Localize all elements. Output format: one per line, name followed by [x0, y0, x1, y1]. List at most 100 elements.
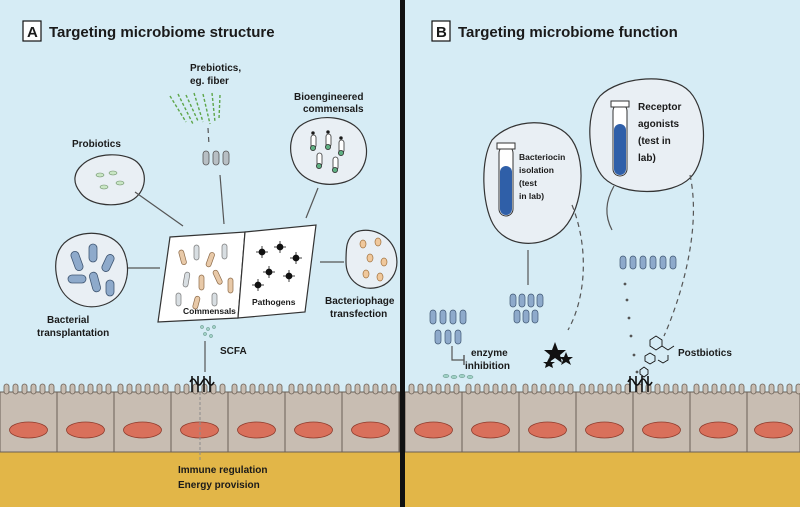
microvillus — [693, 383, 700, 395]
microvillus — [288, 383, 295, 395]
microvillus — [702, 383, 709, 395]
microvillus — [729, 383, 736, 395]
cell-nucleus — [585, 421, 624, 439]
bacteria-cluster-icon-1 — [509, 293, 544, 324]
cell-nucleus — [642, 421, 681, 439]
cell-nucleus — [237, 421, 276, 439]
cell-nucleus — [528, 421, 567, 439]
microvillus — [174, 383, 181, 395]
epithelial-cell — [0, 391, 58, 453]
microvillus — [738, 383, 745, 395]
microvillus — [12, 383, 19, 395]
bacteriophage-label-1: Bacteriophage — [325, 296, 395, 307]
microvillus — [501, 383, 508, 395]
microvillus — [144, 383, 151, 395]
bioengineered-label-2: commensals — [303, 104, 364, 115]
commensals-label: Commensals — [183, 306, 236, 316]
microvillus — [549, 383, 556, 395]
microvillus — [258, 383, 265, 395]
microvillus — [483, 383, 490, 395]
microvillus — [87, 383, 94, 395]
receptor-dashed-arrow — [663, 174, 695, 337]
cell-nucleus — [471, 421, 510, 439]
microvillus — [474, 383, 481, 395]
test-tube-icon-1 — [496, 142, 516, 217]
microvillus — [354, 383, 361, 395]
microvillus — [768, 383, 775, 395]
microvillus — [60, 383, 67, 395]
bacteriocin-label-4: in lab) — [519, 191, 544, 201]
microvillus — [654, 383, 661, 395]
bioengineered-bacteria-icon — [309, 130, 345, 173]
receptor-up-arrow — [606, 185, 615, 231]
microvillus — [372, 383, 379, 395]
panel-b-letter-box — [431, 20, 451, 42]
panel-divider — [400, 0, 405, 507]
microvillus — [105, 383, 112, 395]
microvillus — [363, 383, 370, 395]
epithelium-right — [404, 383, 800, 453]
microvillus — [750, 383, 757, 395]
microvillus — [615, 383, 622, 395]
epithelium-left — [0, 383, 401, 453]
receptor-icon-left — [189, 376, 215, 392]
microvillus — [306, 383, 313, 395]
prebiotic-arrow — [219, 174, 225, 225]
fiber-to-bacteria-arrow — [207, 127, 210, 146]
probiotic-bacteria-icon — [95, 170, 125, 190]
microvillus — [126, 383, 133, 395]
microvillus — [522, 383, 529, 395]
microvillus — [249, 383, 256, 395]
energy-provision-label: Energy provision — [178, 480, 260, 491]
microvillus — [324, 383, 331, 395]
microvillus — [579, 383, 586, 395]
scfa-label: SCFA — [220, 346, 247, 357]
microvillus — [444, 383, 451, 395]
scfa-dots-icon — [200, 325, 216, 338]
microvillus — [231, 383, 238, 395]
cell-nucleus — [414, 421, 453, 439]
panel-b-letter: B — [436, 24, 447, 41]
enzyme-label-1: enzyme — [471, 348, 508, 359]
microvillus — [135, 383, 142, 395]
microvillus — [795, 383, 800, 395]
receptor-label-1: Receptor — [638, 102, 681, 113]
cell-nucleus — [123, 421, 162, 439]
microvillus — [465, 383, 472, 395]
microvillus — [345, 383, 352, 395]
bacterial-label-2: transplantation — [37, 328, 109, 339]
microvillus — [720, 383, 727, 395]
enzyme-label-2: inhibition — [465, 361, 510, 372]
microvillus — [606, 383, 613, 395]
receptor-label-3: (test in — [638, 136, 671, 147]
panel-a-title: Targeting microbiome structure — [49, 24, 275, 41]
panel-a: A Targeting microbiome structure Prebiot… — [22, 20, 398, 491]
microvillus — [426, 383, 433, 395]
epithelial-cell — [398, 391, 401, 453]
epithelial-cell — [518, 391, 577, 453]
microvillus — [759, 383, 766, 395]
bioengineered-blob — [290, 117, 368, 185]
cell-nucleus — [9, 421, 48, 439]
microvillus — [267, 383, 274, 395]
bacteriophage-icon — [359, 237, 388, 282]
microvillus — [219, 383, 226, 395]
enzyme-bacteria-icon — [429, 309, 467, 345]
cell-nucleus — [66, 421, 105, 439]
postbiotic-molecule-icon — [639, 335, 675, 378]
microvillus — [435, 383, 442, 395]
bacteriocin-label-2: isolation — [519, 165, 554, 175]
panel-a-letter: A — [27, 24, 38, 41]
prebiotics-label-1: Prebiotics, — [190, 63, 241, 74]
microvillus — [777, 383, 784, 395]
bacteria-cluster-icon-2 — [619, 255, 677, 270]
microvillus — [183, 383, 190, 395]
microvillus — [162, 383, 169, 395]
probiotics-label: Probiotics — [72, 139, 121, 150]
receptor-icon-right — [627, 376, 653, 392]
cell-nucleus — [699, 421, 738, 439]
probiotics-blob — [74, 154, 145, 206]
microvillus — [333, 383, 340, 395]
microvillus — [510, 383, 517, 395]
microvillus — [21, 383, 28, 395]
